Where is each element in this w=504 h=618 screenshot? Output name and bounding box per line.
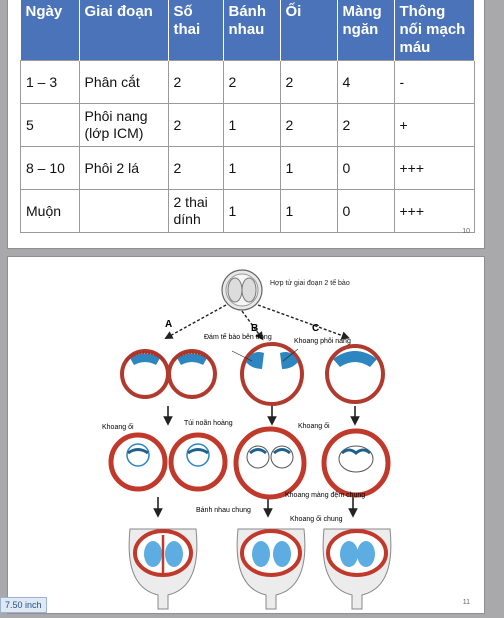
header-placenta: Bánh nhau <box>223 0 281 61</box>
header-membrane: Màng ngăn <box>337 0 395 61</box>
blastocyst-c-icon <box>325 344 385 404</box>
twin-stage-table: Ngày Giai đoạn Số thai Bánh nhau Ối Màng… <box>20 0 475 233</box>
table-cell: 2 <box>336 103 395 147</box>
embryo-a-left-icon <box>108 432 168 492</box>
table-cell: 1 <box>222 103 281 147</box>
table-cell: 4 <box>336 60 395 104</box>
branch-b-label: B <box>251 323 258 334</box>
table-cell: 2 <box>222 60 281 104</box>
table-cell: 2 <box>167 60 224 104</box>
header-fetus-count: Số thai <box>168 0 224 61</box>
table-cell: Phôi nang (lớp ICM) <box>78 103 169 147</box>
header-amnion: Ối <box>280 0 338 61</box>
table-row: 5 Phôi nang (lớp ICM) 2 1 2 2 + <box>20 103 475 147</box>
table-cell: 0 <box>336 189 395 233</box>
table-cell: 2 <box>167 103 224 147</box>
amnion-left-label: Khoang ối <box>102 422 134 431</box>
table-cell: 1 <box>222 146 281 190</box>
embryo-b-icon <box>233 426 307 500</box>
embryo-a-right-icon <box>168 432 228 492</box>
chorion-cavity-label: Khoang màng đệm chung <box>285 492 365 499</box>
table-row: Muộn 2 thai dính 1 1 0 +++ <box>20 189 475 233</box>
zygote-label: Hợp tử giai đoạn 2 tế bào <box>270 278 350 287</box>
header-vascular-connection: Thông nối mạch máu <box>394 0 475 61</box>
two-cell-zygote-icon <box>221 269 263 311</box>
table-cell: Phân cắt <box>78 60 169 104</box>
shared-placenta-label: Bánh nhau chung <box>196 507 251 514</box>
table-cell: 0 <box>336 146 395 190</box>
table-cell: 2 <box>279 60 338 104</box>
branch-a-label: A <box>165 319 172 330</box>
blastocyst-a-right-icon <box>167 349 217 399</box>
table-header-row: Ngày Giai đoạn Số thai Bánh nhau Ối Màng… <box>20 0 475 61</box>
table-cell: 8 – 10 <box>20 146 80 190</box>
twin-development-diagram: Hợp tử giai đoạn 2 tế bào A B C <box>102 269 392 610</box>
table-cell: +++ <box>393 146 475 190</box>
table-cell: +++ <box>393 189 475 233</box>
shared-amnion-label: Khoang ối chung <box>290 514 343 523</box>
blastocyst-a-left-icon <box>120 349 170 399</box>
header-stage: Giai đoạn <box>79 0 169 61</box>
ruler-width-indicator: 7.50 inch <box>0 597 47 613</box>
header-day: Ngày <box>20 0 80 61</box>
inner-cell-mass-label: Đám tế bào bên trong <box>204 332 272 341</box>
table-cell: 2 <box>279 103 338 147</box>
table-cell: 1 – 3 <box>20 60 80 104</box>
uterus-b-icon <box>236 528 306 610</box>
uterus-c-icon <box>322 528 392 610</box>
slide-10[interactable]: Ngày Giai đoạn Số thai Bánh nhau Ối Màng… <box>8 0 484 248</box>
yolk-sac-label: Túi noãn hoàng <box>184 420 233 427</box>
slide-number: 11 <box>462 599 470 606</box>
branch-arrows <box>164 304 350 341</box>
branch-c-label: C <box>312 323 319 334</box>
table-cell: 5 <box>20 103 80 147</box>
blastocyst-cavity-label: Khoang phôi nang <box>294 338 351 345</box>
amnion-right-label: Khoang ối <box>298 421 330 430</box>
table-cell: - <box>393 60 475 104</box>
table-cell: + <box>393 103 475 147</box>
table-row: 8 – 10 Phôi 2 lá 2 1 1 0 +++ <box>20 146 475 190</box>
table-cell: 2 thai dính <box>167 189 224 233</box>
blastocyst-b-icon <box>240 342 304 406</box>
table-cell: 2 <box>167 146 224 190</box>
table-cell <box>78 189 169 233</box>
uterus-a-icon <box>128 528 198 610</box>
embryo-c-icon <box>321 428 391 498</box>
table-cell: Muộn <box>20 189 80 233</box>
table-cell: 1 <box>279 189 338 233</box>
slide-number: 10 <box>462 228 470 235</box>
slide-11[interactable]: Hợp tử giai đoạn 2 tế bào A B C <box>8 257 484 613</box>
table-cell: 1 <box>222 189 281 233</box>
table-cell: Phôi 2 lá <box>78 146 169 190</box>
table-row: 1 – 3 Phân cắt 2 2 2 4 - <box>20 60 475 104</box>
row-arrows <box>153 406 360 518</box>
table-cell: 1 <box>279 146 338 190</box>
